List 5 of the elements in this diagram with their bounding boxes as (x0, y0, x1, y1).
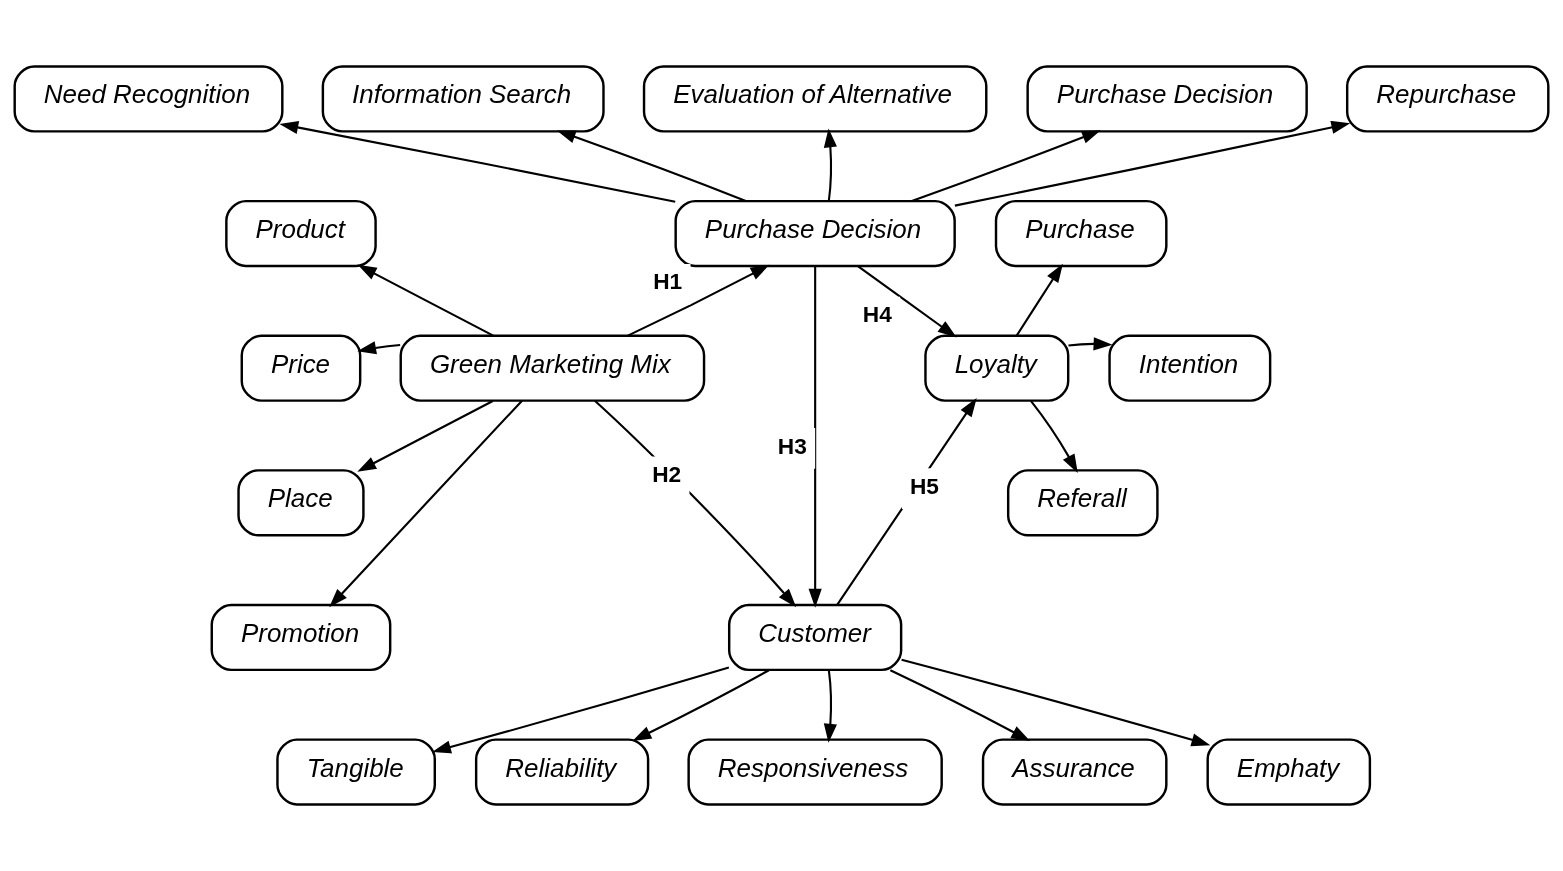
edge-label: H1 (653, 268, 683, 295)
edge-label: H3 (777, 432, 807, 459)
edge-label: H4 (862, 301, 892, 328)
edge-label: H5 (910, 472, 940, 499)
edge-label: H2 (652, 460, 682, 487)
